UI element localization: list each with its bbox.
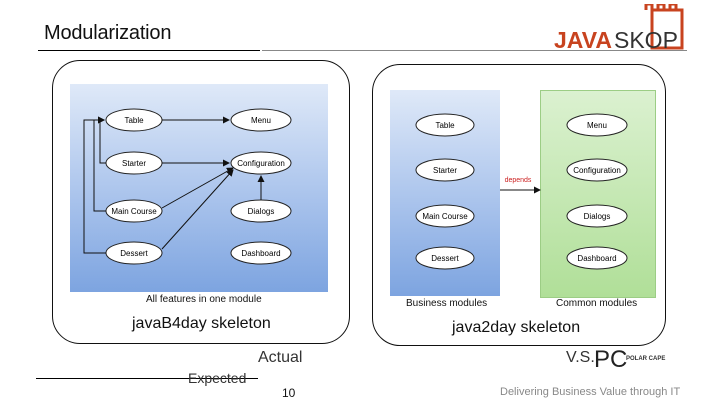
business-modules-caption: Business modules: [406, 298, 488, 309]
node-dashboard: [230, 241, 292, 265]
label-menu: Menu: [251, 116, 271, 125]
edge-dessert-table: [83, 116, 106, 254]
pc-mark: PC: [594, 346, 627, 371]
page-number: 10: [282, 386, 296, 400]
label-starter: Starter: [122, 159, 146, 168]
actual-label: Actual: [258, 349, 303, 366]
label-dashboard: Dashboard: [241, 249, 280, 258]
r-label-starter: Starter: [433, 166, 457, 175]
r-node-table: [415, 113, 475, 137]
logo-tower-battlements: [644, 4, 678, 10]
r-node-menu: [566, 113, 628, 137]
logo-light-text: SKOP: [614, 27, 678, 52]
vs-label: V.S.: [566, 349, 595, 366]
right-diagram: Table Starter Main Course Dessert Menu C…: [415, 113, 628, 270]
r-label-dessert: Dessert: [431, 254, 459, 263]
r-label-table: Table: [435, 121, 455, 130]
pc-text: POLAR CAPE: [626, 356, 665, 362]
label-configuration: Configuration: [237, 159, 285, 168]
label-table: Table: [124, 116, 144, 125]
title-underline: [38, 50, 260, 51]
label-main-course: Main Course: [111, 207, 157, 216]
expected-label: Expected: [188, 370, 247, 386]
r-label-dialogs: Dialogs: [584, 212, 611, 221]
edge-dessert-configuration: [161, 169, 234, 250]
r-label-main-course: Main Course: [422, 212, 468, 221]
left-module-caption: All features in one module: [146, 294, 262, 305]
label-dessert: Dessert: [120, 249, 148, 258]
header-divider: [262, 50, 687, 51]
r-node-dessert: [415, 246, 475, 270]
r-node-dashboard: [566, 246, 628, 270]
edge-starter-table: [99, 120, 106, 164]
r-label-dashboard: Dashboard: [577, 254, 616, 263]
label-dialogs: Dialogs: [248, 207, 275, 216]
r-label-menu: Menu: [587, 121, 607, 130]
right-skeleton-label: java2day skeleton: [452, 319, 581, 336]
logo-tower-outline: [650, 8, 684, 50]
left-diagram: Table Starter Main Course Dessert Menu C…: [83, 108, 292, 265]
r-node-dialogs: [566, 204, 628, 228]
left-skeleton-label: javaB4day skeleton: [132, 315, 271, 332]
logo-bold-text: JAVA: [554, 27, 612, 52]
edge-maincourse-configuration: [161, 167, 234, 209]
polar-cape-logo: PC POLAR CAPE: [594, 346, 665, 371]
node-configuration: [230, 151, 292, 175]
slide-title: Modularization: [44, 22, 172, 44]
common-modules-caption: Common modules: [556, 298, 638, 309]
depends-label: depends: [505, 177, 532, 184]
r-node-main-course: [415, 204, 475, 228]
node-menu: [230, 108, 292, 132]
r-node-configuration: [566, 158, 628, 182]
bottom-divider: [36, 378, 258, 379]
r-node-starter: [415, 158, 475, 182]
javaskop-logo: JAVA SKOP: [554, 4, 684, 52]
footer-tagline: Delivering Business Value through IT: [500, 386, 681, 398]
r-label-configuration: Configuration: [573, 166, 621, 175]
